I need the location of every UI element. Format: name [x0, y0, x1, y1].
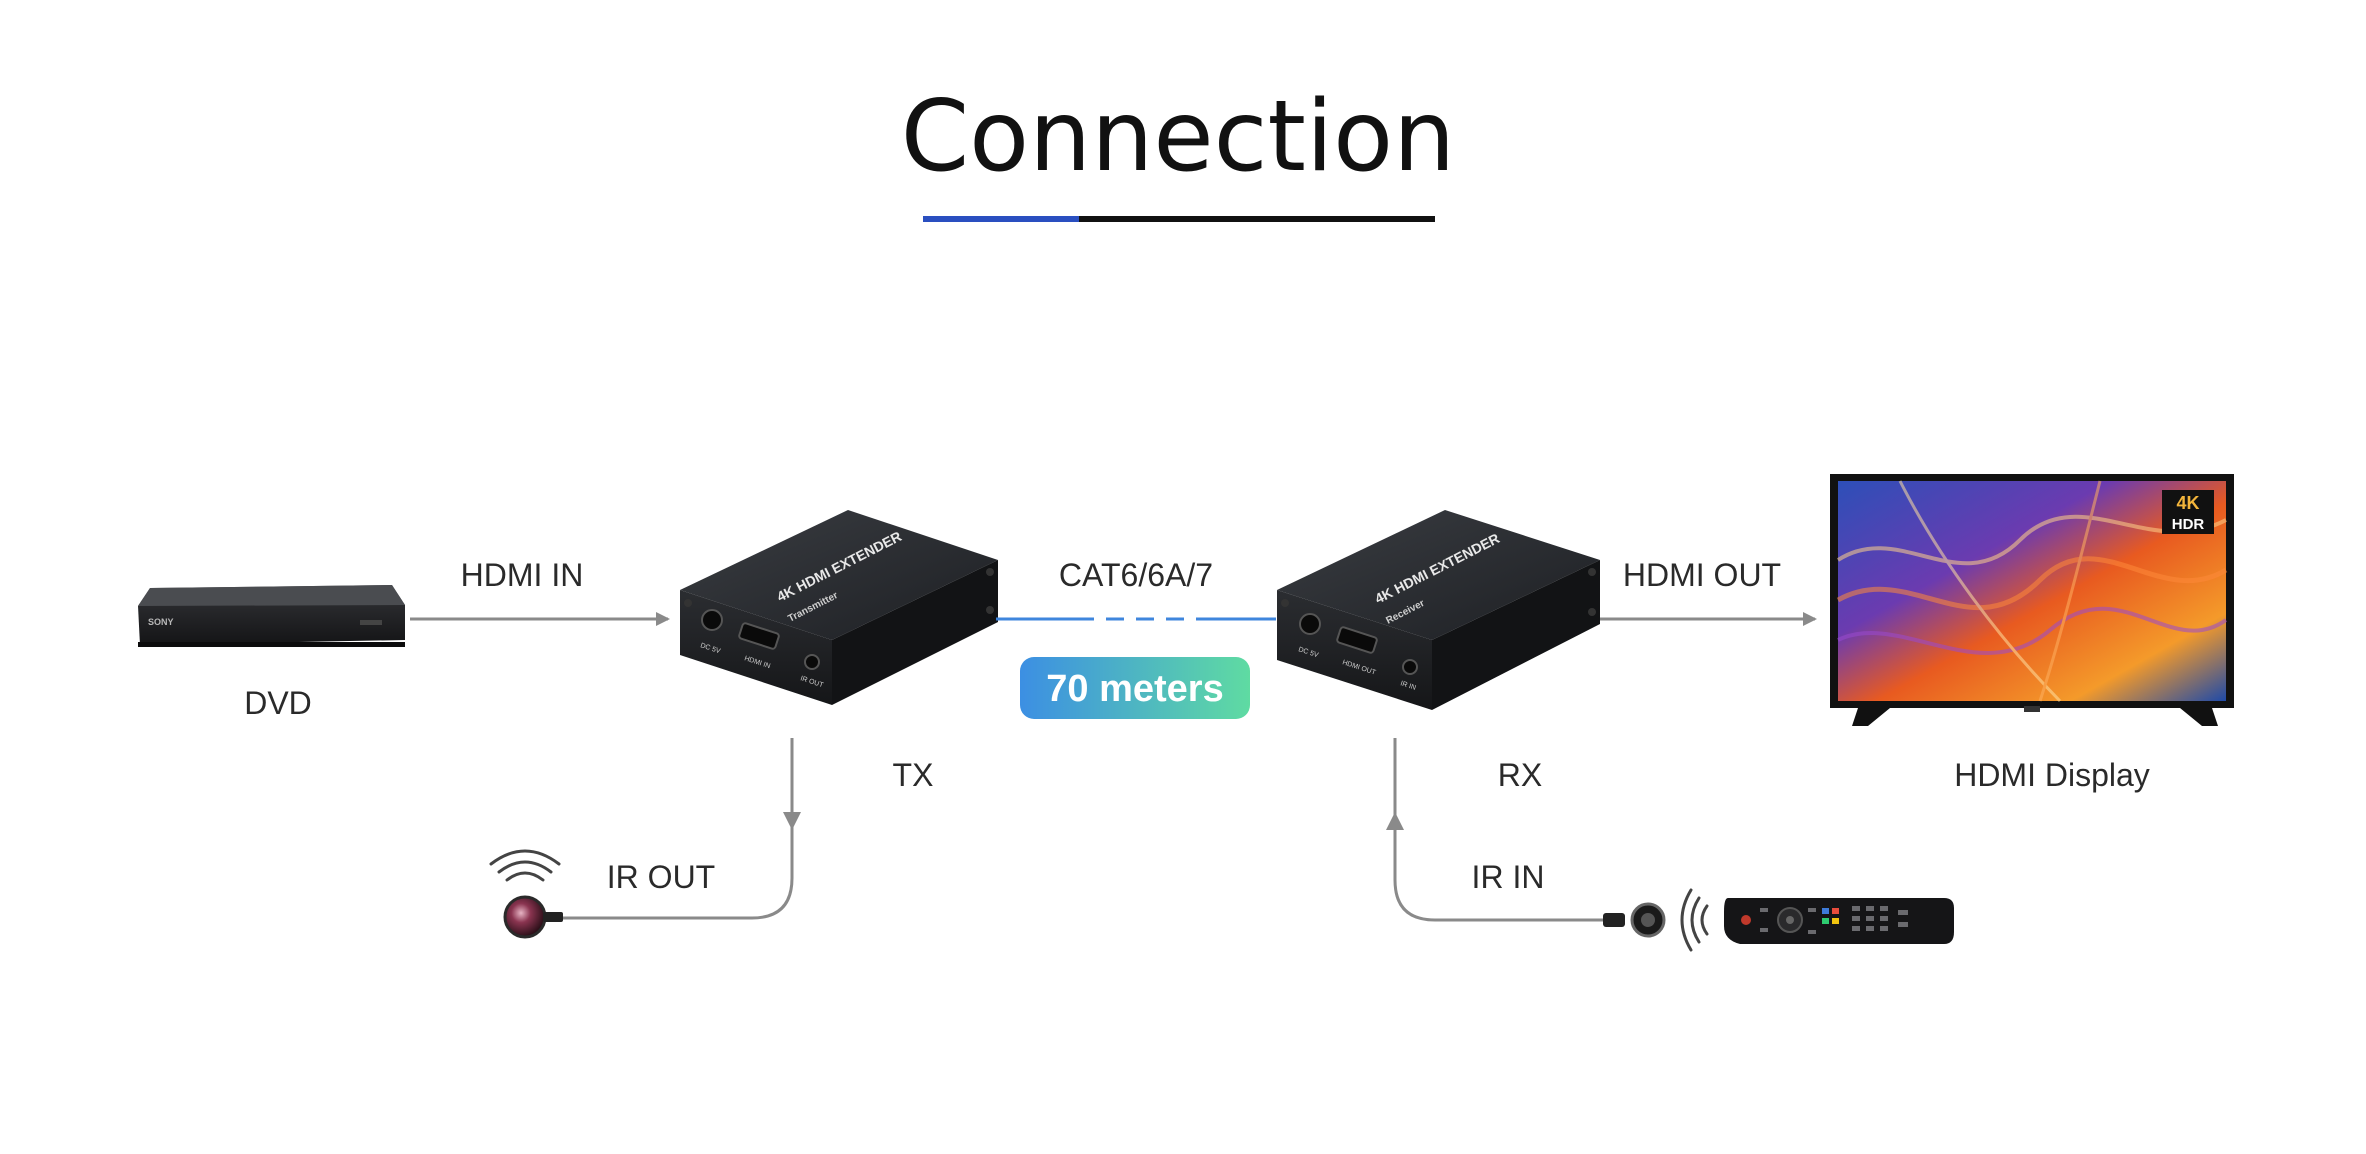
dvd-player: SONY [138, 585, 405, 647]
rx-extender: 4K HDMI EXTENDER Receiver DC 5V HDMI OUT… [1277, 510, 1600, 710]
rx-dc-port [1299, 613, 1321, 635]
ir-out-cable [560, 738, 794, 920]
ir-signal-in-icon [1680, 888, 1709, 952]
ir-receiver [1603, 902, 1666, 938]
tx-dc-port [701, 609, 723, 631]
hdmi-display-label: HDMI Display [1954, 757, 2150, 793]
tx-ir-port [804, 654, 820, 670]
distance-badge: 70 meters [1020, 657, 1250, 719]
rx-hdmi-port [1336, 626, 1378, 654]
page-title: Connection [901, 80, 1456, 194]
title-underline [923, 216, 1435, 222]
tx-label: TX [893, 757, 934, 793]
ir-in-arrow-head [1386, 812, 1404, 830]
hdmi-display-tv: 4K HDR [1830, 474, 2234, 726]
remote-control [1724, 898, 1954, 944]
cable-type-label: CAT6/6A/7 [1059, 557, 1213, 593]
ir-out-arrow-head [783, 812, 801, 830]
rx-port-ir-label: IR IN [1399, 680, 1416, 692]
hdmi-out-label: HDMI OUT [1623, 557, 1781, 593]
tx-extender: 4K HDMI EXTENDER Transmitter DC 5V HDMI … [680, 510, 998, 705]
ir-in-cable [1393, 738, 1605, 922]
tv-badge-hdr-text: HDR [2172, 516, 2205, 533]
distance-badge-label: 70 meters [1046, 668, 1223, 710]
dvd-label: DVD [244, 685, 312, 721]
rx-ir-port [1402, 659, 1418, 675]
dvd-brand-label: SONY [148, 617, 174, 627]
tx-hdmi-port [738, 622, 780, 650]
tv-4k-hdr-badge: 4K HDR [2162, 490, 2214, 534]
ir-signal-icon [489, 849, 561, 882]
tv-badge-4k-text: 4K [2176, 493, 2199, 513]
rx-label: RX [1498, 757, 1542, 793]
ir-out-label: IR OUT [607, 859, 715, 895]
ir-emitter [503, 895, 563, 939]
hdmi-in-label: HDMI IN [461, 557, 584, 593]
ir-in-label: IR IN [1472, 859, 1545, 895]
